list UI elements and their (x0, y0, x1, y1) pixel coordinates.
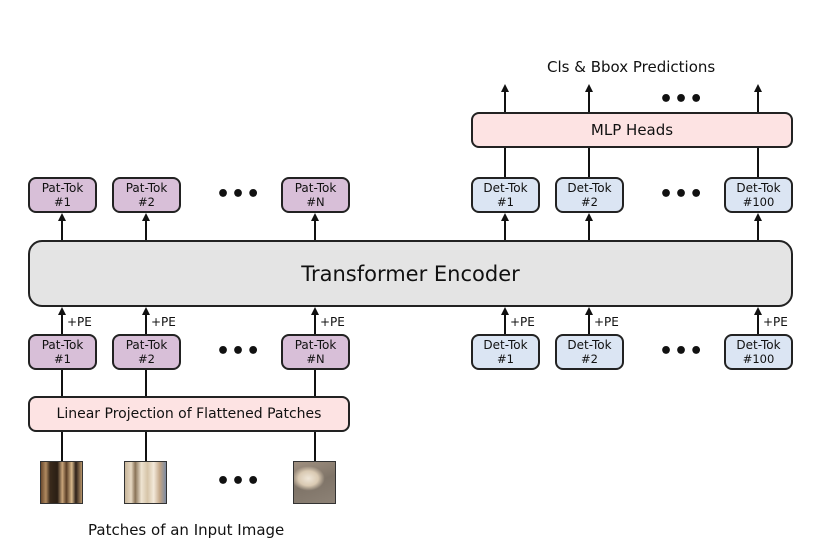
token-index: #2 (581, 352, 598, 366)
output-patch-token-1: Pat-Tok #1 (28, 177, 97, 213)
input-patch-token-1: Pat-Tok #1 (28, 334, 97, 370)
token-index: #N (306, 352, 325, 366)
linear-projection-label: Linear Projection of Flattened Patches (56, 406, 322, 422)
output-label: Cls & Bbox Predictions (547, 58, 716, 76)
pe-label: +PE (763, 315, 788, 329)
transformer-encoder-box: Transformer Encoder (28, 240, 793, 307)
output-patch-ellipsis: ••• (216, 182, 262, 207)
token-name: Det-Tok (736, 338, 781, 352)
token-index: #N (306, 195, 325, 209)
image-patch-2 (124, 461, 167, 504)
input-patch-token-n: Pat-Tok #N (281, 334, 350, 370)
mlp-heads-label: MLP Heads (590, 121, 674, 139)
token-name: Pat-Tok (41, 181, 84, 195)
pe-label: +PE (151, 315, 176, 329)
token-name: Det-Tok (736, 181, 781, 195)
token-index: #1 (54, 352, 71, 366)
mlp-heads-box: MLP Heads (471, 112, 793, 148)
pe-label: +PE (67, 315, 92, 329)
token-index: #2 (138, 195, 155, 209)
input-image-label: Patches of an Input Image (88, 521, 285, 539)
pe-label: +PE (510, 315, 535, 329)
image-patch-1 (40, 461, 83, 504)
token-name: Det-Tok (567, 181, 612, 195)
input-det-token-100: Det-Tok #100 (724, 334, 793, 370)
input-patch-token-2: Pat-Tok #2 (112, 334, 181, 370)
output-det-token-100: Det-Tok #100 (724, 177, 793, 213)
output-patch-token-n: Pat-Tok #N (281, 177, 350, 213)
linear-projection-box: Linear Projection of Flattened Patches (28, 396, 350, 432)
token-index: #100 (742, 352, 775, 366)
output-det-token-2: Det-Tok #2 (555, 177, 624, 213)
pe-label: +PE (594, 315, 619, 329)
output-patch-token-2: Pat-Tok #2 (112, 177, 181, 213)
token-index: #2 (581, 195, 598, 209)
token-index: #2 (138, 352, 155, 366)
patch-ellipsis: ••• (216, 469, 262, 494)
token-name: Det-Tok (483, 338, 528, 352)
token-name: Pat-Tok (125, 181, 168, 195)
token-name: Det-Tok (567, 338, 612, 352)
token-name: Det-Tok (483, 181, 528, 195)
token-name: Pat-Tok (294, 181, 337, 195)
output-det-token-1: Det-Tok #1 (471, 177, 540, 213)
token-index: #100 (742, 195, 775, 209)
token-index: #1 (497, 352, 514, 366)
image-patch-n (293, 461, 336, 504)
output-det-ellipsis: ••• (659, 182, 705, 207)
token-name: Pat-Tok (125, 338, 168, 352)
token-name: Pat-Tok (294, 338, 337, 352)
output-ellipsis: ••• (659, 87, 705, 112)
input-det-token-2: Det-Tok #2 (555, 334, 624, 370)
transformer-encoder-label: Transformer Encoder (301, 261, 520, 286)
token-index: #1 (54, 195, 71, 209)
pe-label: +PE (320, 315, 345, 329)
token-index: #1 (497, 195, 514, 209)
input-patch-ellipsis: ••• (216, 339, 262, 364)
input-det-ellipsis: ••• (659, 339, 705, 364)
input-det-token-1: Det-Tok #1 (471, 334, 540, 370)
token-name: Pat-Tok (41, 338, 84, 352)
